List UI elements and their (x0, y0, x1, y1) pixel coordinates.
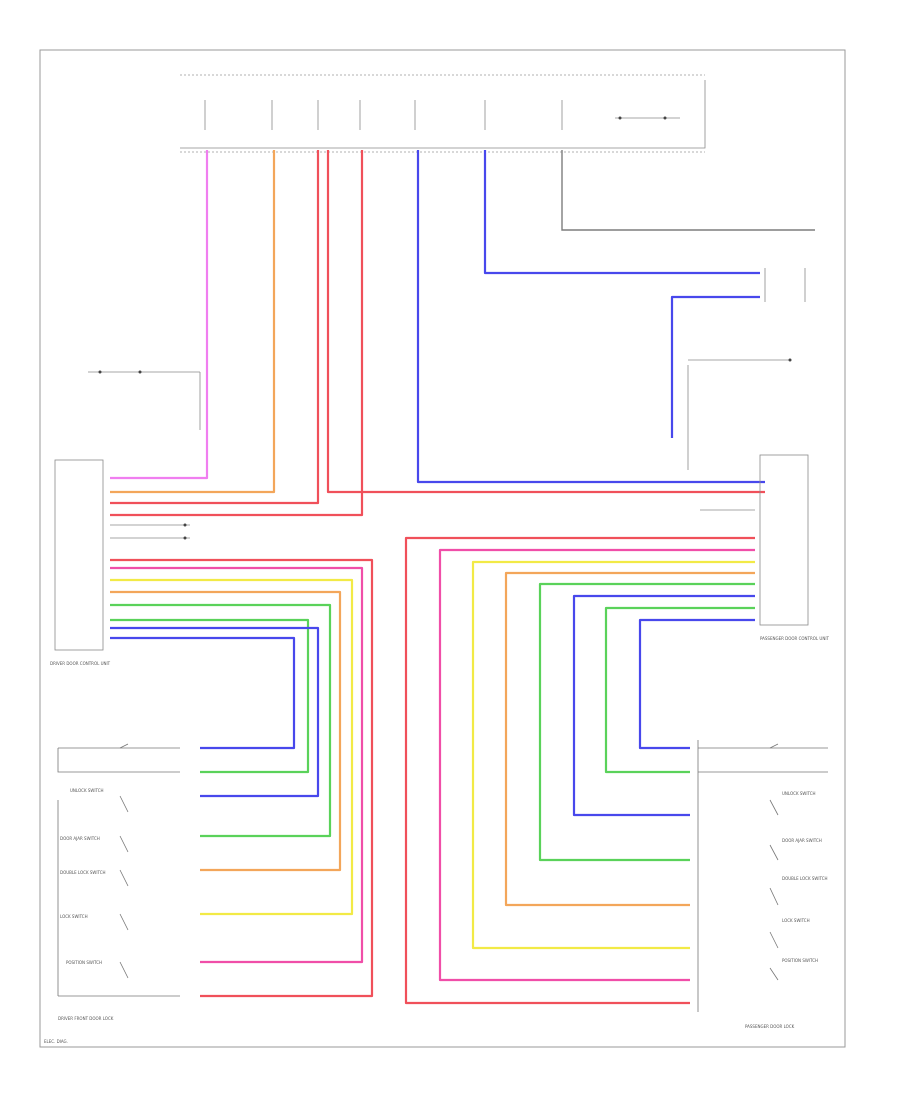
right-switch-5-label: POSITION SWITCH (782, 958, 818, 963)
left-switch-1-label: UNLOCK SWITCH (70, 788, 104, 793)
right-switch-3-label: DOUBLE LOCK SWITCH (782, 876, 828, 881)
right-door-lock-label: PASSENGER DOOR LOCK (745, 1024, 795, 1029)
wire-red-a (110, 150, 320, 505)
left-switch-3-label: DOUBLE LOCK SWITCH (60, 870, 106, 875)
left-switch-5-label: POSITION SWITCH (66, 960, 102, 965)
left-door-control-unit: DRIVER DOOR CONTROL UNIT (50, 459, 190, 666)
left-door-control-label: DRIVER DOOR CONTROL UNIT (50, 661, 111, 666)
right-switch-4-label: LOCK SWITCH (782, 918, 810, 923)
right-lower-wires (404, 536, 755, 1005)
wire-blue-b (483, 150, 760, 275)
diagram-frame (39, 49, 846, 1048)
supply-wires (110, 150, 815, 517)
left-door-lock: UNLOCK SWITCH DOOR AJAR SWITCH DOUBLE LO… (57, 743, 180, 1021)
footer-code: ELEC. DIAG. (44, 1039, 68, 1044)
right-door-control-unit: PASSENGER DOOR CONTROL UNIT (700, 454, 830, 641)
wire-pink (110, 150, 209, 480)
left-door-lock-label: DRIVER FRONT DOOR LOCK (58, 1016, 114, 1021)
wire-gray (561, 150, 815, 231)
right-switch-1-label: UNLOCK SWITCH (782, 791, 816, 796)
right-door-control-label: PASSENGER DOOR CONTROL UNIT (760, 636, 830, 641)
right-door-lock: UNLOCK SWITCH DOOR AJAR SWITCH DOUBLE LO… (697, 740, 828, 1029)
wire-red-b (326, 150, 765, 494)
top-fuse-box (180, 74, 706, 153)
right-switch-2-label: DOOR AJAR SWITCH (782, 838, 822, 843)
wire-blue-c (670, 295, 760, 438)
left-lower-wires (110, 558, 374, 998)
left-upper-component (88, 370, 201, 430)
left-switch-2-label: DOOR AJAR SWITCH (60, 836, 100, 841)
right-upper-component (687, 268, 806, 470)
wire-orange (110, 150, 276, 494)
left-switch-4-label: LOCK SWITCH (60, 914, 88, 919)
wire-blue-a (416, 150, 765, 484)
wire-red-c (110, 150, 364, 517)
